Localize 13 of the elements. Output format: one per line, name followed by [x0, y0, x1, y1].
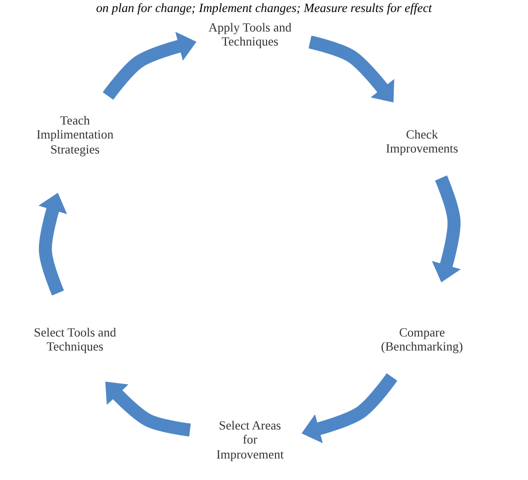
curved-arrow	[38, 192, 68, 296]
heading-text: on plan for change; Implement changes; Measure results for effect	[95, 1, 433, 16]
curved-arrow	[105, 382, 191, 436]
curved-arrow	[302, 373, 398, 444]
curved-arrow	[432, 175, 461, 282]
step-label: Compare (Benchmarking)	[380, 326, 464, 354]
curved-arrow	[308, 36, 394, 102]
step-label: Select Tools and Techniques	[32, 326, 118, 354]
curved-arrow	[102, 32, 196, 100]
step-label: Teach Implimentation Strategies	[35, 113, 115, 157]
step-label: Select Areas for Improvement	[215, 418, 285, 462]
step-label: Apply Tools and Techniques	[208, 20, 292, 50]
step-label: Check Improvements	[384, 128, 460, 156]
